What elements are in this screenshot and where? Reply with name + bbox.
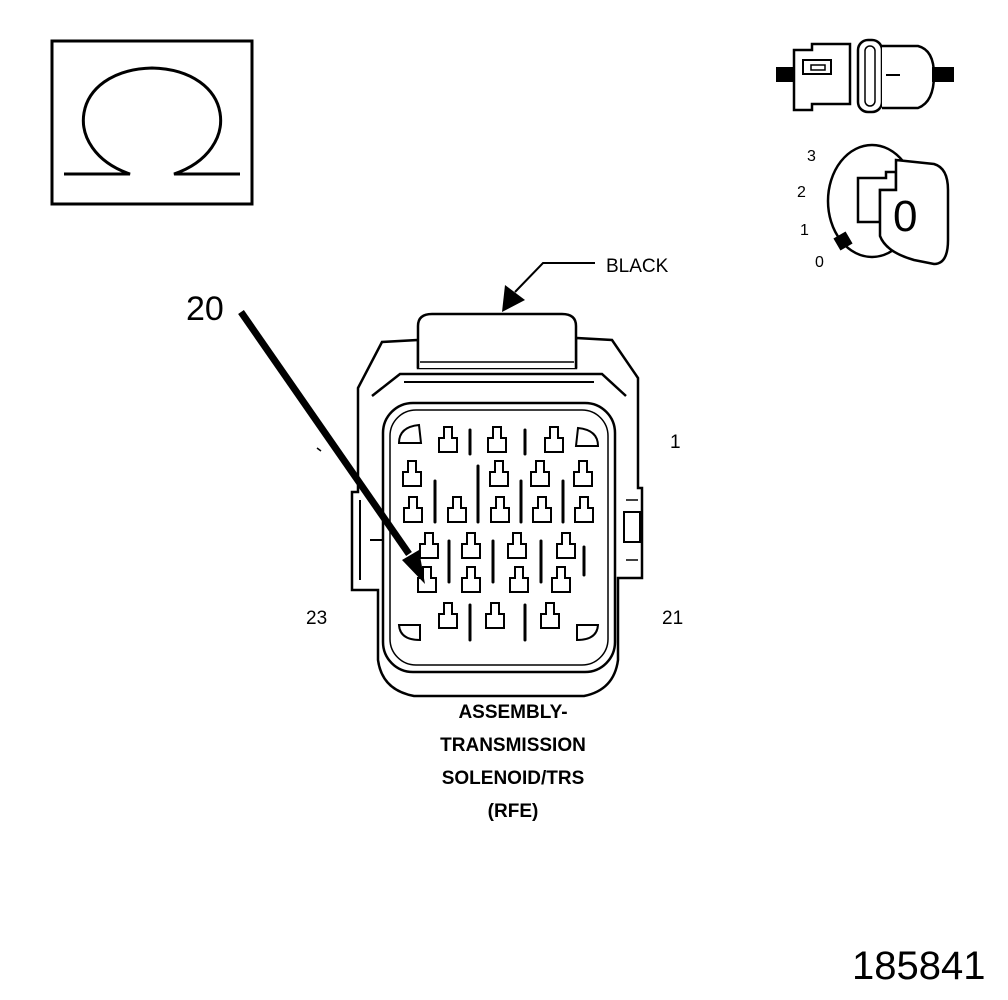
ohm-icon (50, 39, 254, 206)
connector-ribs (433, 428, 586, 642)
connector-color-label: BLACK (606, 256, 669, 277)
cavity-callout-label: 20 (186, 290, 224, 328)
ignition-key-icon (826, 143, 950, 266)
ignition-position-0: 0 (815, 254, 824, 271)
color-leader-arrow (502, 262, 595, 312)
figure-number: 185841 (852, 944, 986, 988)
ignition-position-3: 3 (807, 148, 816, 165)
caption-line: (RFE) (487, 801, 539, 822)
pin-label-23: 23 (306, 608, 328, 629)
disconnected-connector-icon (776, 38, 954, 114)
caption-line: ASSEMBLY- (458, 702, 568, 723)
pin-label-1: 1 (670, 432, 681, 453)
ignition-position-1: 1 (800, 222, 809, 239)
cavity-callout-arrow (238, 310, 425, 584)
ignition-position-2: 2 (797, 184, 806, 201)
caption-line: TRANSMISSION (440, 735, 586, 756)
ignition-key-label: 0 (893, 192, 918, 241)
pin-label-21: 21 (662, 608, 684, 629)
caption-line: SOLENOID/TRS (441, 768, 585, 789)
connector-cavity-keys (397, 423, 600, 642)
